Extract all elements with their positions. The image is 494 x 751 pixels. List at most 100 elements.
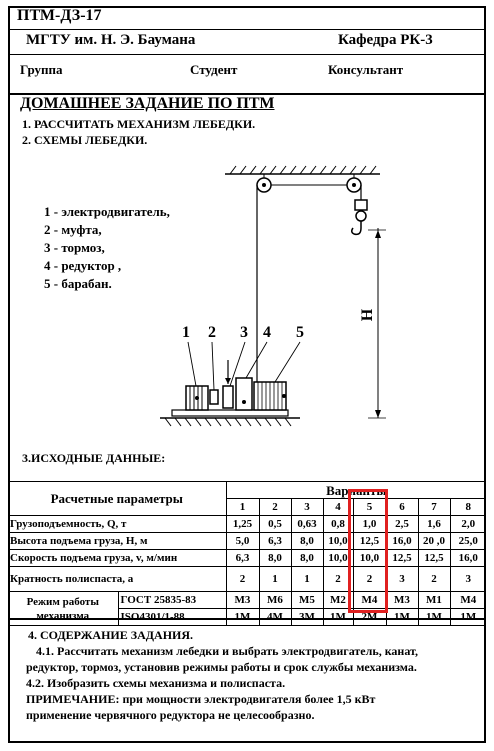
- table-cell: М3: [385, 591, 419, 609]
- table-cell: 8,0: [290, 532, 324, 550]
- section-4-title: 4. СОДЕРЖАНИЕ ЗАДАНИЯ.: [28, 628, 194, 642]
- divider: [8, 93, 486, 95]
- variant-number-row: 1 2 3 4 5 6 7 8: [8, 498, 487, 516]
- table-cell: 2,5: [385, 515, 419, 533]
- variant-number: 3: [290, 498, 324, 516]
- table-row: Грузоподъемность, Q, т 1,25 0,5 0,63 0,8…: [8, 515, 487, 533]
- variant-5-highlight: [348, 489, 388, 613]
- base-frame: [171, 409, 289, 417]
- leader-lines: [187, 341, 301, 391]
- reducer-icon: [235, 377, 253, 411]
- table-cell: М6: [258, 591, 292, 609]
- table-cell: 2: [225, 566, 260, 592]
- table-cell: 8,0: [290, 549, 324, 567]
- section-4-line: 4.2. Изобразить схемы механизма и полисп…: [26, 676, 286, 690]
- legend-item: 1 - электродвигатель,: [44, 204, 170, 219]
- row-label: Грузоподъемность, Q, т: [8, 515, 227, 533]
- table-cell: 5,0: [225, 532, 260, 550]
- row-label: Скорость подъема груза, v, м/мин: [8, 549, 227, 567]
- university-name: МГТУ им. Н. Э. Баумана: [26, 32, 196, 48]
- table-cell: 1М: [449, 608, 487, 626]
- task-1: 1. РАССЧИТАТЬ МЕХАНИЗМ ЛЕБЕДКИ.: [22, 117, 256, 131]
- department-name: Кафедра РК-3: [338, 32, 433, 48]
- table-cell: 20 ,0: [417, 532, 451, 550]
- legend-item: 5 - барабан.: [44, 276, 112, 291]
- table-cell: 0,63: [290, 515, 324, 533]
- height-label: H: [359, 308, 377, 322]
- table-cell: 6,3: [225, 549, 260, 567]
- sheet-frame: [8, 6, 486, 743]
- table-cell: 16,0: [385, 532, 419, 550]
- note-line: применение червячного редуктора не целес…: [26, 708, 315, 722]
- table-row: Скорость подъема груза, v, м/мин 6,3 8,0…: [8, 549, 487, 567]
- section-4-line: 4.1. Рассчитать механизм лебедки и выбра…: [36, 644, 419, 658]
- variant-number: 2: [258, 498, 292, 516]
- table-row: Режим работы механизма ГОСТ 25835-83 М3 …: [8, 591, 487, 626]
- table-cell: 1,6: [417, 515, 451, 533]
- table-cell: 0,5: [258, 515, 292, 533]
- table-cell: 3М: [290, 608, 324, 626]
- legend-item: 2 - муфта,: [44, 222, 102, 237]
- table-cell: 2: [417, 566, 451, 592]
- winch-diagram: [160, 165, 386, 427]
- floor-hatch: [160, 417, 300, 427]
- table-cell: 3: [449, 566, 487, 592]
- callout-5: 5: [296, 324, 304, 341]
- legend-item: 3 - тормоз,: [44, 240, 105, 255]
- callout-4: 4: [263, 324, 271, 341]
- table-cell: 8,0: [258, 549, 292, 567]
- variant-number: 1: [225, 498, 260, 516]
- doc-code: ПТМ-ДЗ-17: [17, 7, 102, 24]
- table-cell: 1: [290, 566, 324, 592]
- table-row: Высота подъема груза, Н, м 5,0 6,3 8,0 1…: [8, 532, 487, 550]
- iso-label: ISO4301/1-88: [117, 608, 227, 626]
- student-label: Студент: [190, 62, 238, 77]
- table-cell: 3: [385, 566, 419, 592]
- callout-2: 2: [208, 324, 216, 341]
- table-cell: М5: [290, 591, 324, 609]
- divider: [8, 54, 486, 55]
- table-cell: 25,0: [449, 532, 487, 550]
- drum-icon: [253, 381, 287, 411]
- callout-3: 3: [240, 324, 248, 341]
- task-2: 2. СХЕМЫ ЛЕБЕДКИ.: [22, 133, 148, 147]
- group-label: Группа: [20, 62, 63, 77]
- row-label: Высота подъема груза, Н, м: [8, 532, 227, 550]
- variant-number: 7: [417, 498, 451, 516]
- parameters-table: Расчетные параметры Варианты 1 2 3 4 5 6…: [8, 481, 487, 626]
- consultant-label: Консультант: [328, 62, 404, 77]
- coupling-icon: [209, 389, 219, 405]
- table-cell: М4: [449, 591, 487, 609]
- table-cell: 1: [258, 566, 292, 592]
- gost-label: ГОСТ 25835-83: [117, 591, 227, 609]
- callout-1: 1: [182, 324, 190, 341]
- table-cell: 16,0: [449, 549, 487, 567]
- table-row: Кратность полиспаста, а 2 1 1 2 2 3 2 3: [8, 566, 487, 592]
- variant-number: 6: [385, 498, 419, 516]
- table-row: ISO4301/1-88 1М 4М 3М 1М 2М 1М 1М 1М: [8, 608, 487, 626]
- mode-label-line: механизма: [36, 609, 90, 622]
- table-cell: 1М: [385, 608, 419, 626]
- table-cell: 6,3: [258, 532, 292, 550]
- page-title: ДОМАШНЕЕ ЗАДАНИЕ ПО ПТМ: [20, 95, 275, 112]
- table-cell: 1М: [417, 608, 451, 626]
- mode-label: Режим работы механизма: [8, 591, 119, 626]
- table-cell: 12,5: [417, 549, 451, 567]
- table-cell: М3: [225, 591, 260, 609]
- table-cell: 4М: [258, 608, 292, 626]
- ceiling-hatch: [225, 165, 380, 175]
- component-legend: 1 - электродвигатель, 2 - муфта, 3 - тор…: [44, 204, 170, 294]
- hook-icon: [350, 199, 368, 236]
- divider: [8, 29, 486, 30]
- table-cell: 1М: [225, 608, 260, 626]
- table-cell: 10,0: [352, 549, 387, 567]
- table-cell: 1,25: [225, 515, 260, 533]
- table-cell: 2,0: [449, 515, 487, 533]
- section-4-line: редуктор, тормоз, установив режимы работ…: [26, 660, 417, 674]
- table-cell: 12,5: [385, 549, 419, 567]
- divider: [8, 618, 486, 620]
- row-label: Кратность полиспаста, а: [8, 566, 227, 592]
- variant-number: 8: [449, 498, 487, 516]
- table-cell: М1: [417, 591, 451, 609]
